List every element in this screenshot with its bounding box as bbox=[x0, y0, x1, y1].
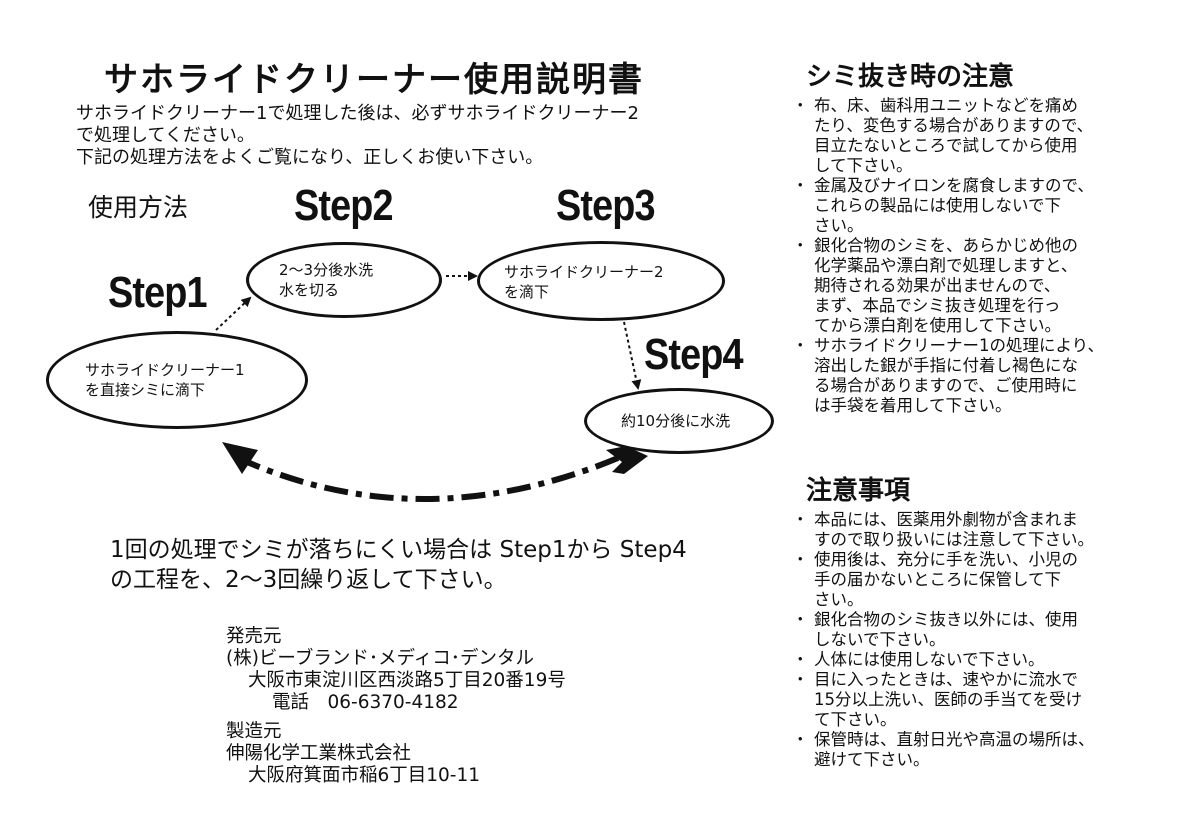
repeat-arrow-head-icon bbox=[222, 442, 258, 474]
step1-ellipse: サホライドクリーナー1 を直接シミに滴下 bbox=[46, 331, 308, 429]
seller-address: 大阪市東淀川区西淡路5丁目20番19号 bbox=[248, 670, 566, 691]
seller-block: 発売元 (株)ビーブランド･メディコ･デンタル 大阪市東淀川区西淡路5丁目20番… bbox=[226, 626, 566, 714]
stain-removal-item: 銀化合物のシミを、あらかじめ他の 化学薬品や漂白剤で処理しますと、 期待される効… bbox=[792, 236, 1174, 336]
seller-name: (株)ビーブランド･メディコ･デンタル bbox=[226, 648, 535, 669]
step3-text-line-1: サホライドクリーナー2 bbox=[504, 263, 664, 281]
manufacturer-address: 大阪府箕面市稲6丁目10-11 bbox=[248, 765, 481, 786]
usage-heading: 使用方法 bbox=[88, 193, 189, 222]
step4-text-line-1: 約10分後に水洗 bbox=[621, 412, 731, 430]
precautions-heading: 注意事項 bbox=[806, 476, 911, 506]
manufacturer-heading: 製造元 bbox=[226, 721, 282, 742]
seller-phone: 電話 06-6370-4182 bbox=[272, 692, 459, 713]
precaution-item: 使用後は、充分に手を洗い、小児の 手の届かないところに保管して下 さい。 bbox=[792, 550, 1174, 610]
stain-removal-item: 布、床、歯科用ユニットなどを痛め たり、変色する場合がありますので、 目立たない… bbox=[792, 96, 1174, 176]
stain-removal-heading: シミ抜き時の注意 bbox=[806, 62, 1015, 92]
intro-line-2: で処理してください。 bbox=[76, 125, 255, 146]
step3-label: Step3 bbox=[556, 181, 656, 230]
repeat-note-line-1: 1回の処理でシミが落ちにくい場合は Step1から Step4 bbox=[110, 537, 687, 563]
stain-removal-list: 布、床、歯科用ユニットなどを痛め たり、変色する場合がありますので、 目立たない… bbox=[792, 96, 1174, 416]
seller-heading: 発売元 bbox=[226, 626, 282, 647]
flow-diagram-arrows bbox=[215, 271, 648, 502]
precaution-item: 本品には、医薬用外劇物が含まれま すので取り扱いには注意して下さい。 bbox=[792, 510, 1174, 550]
stain-removal-item: 金属及びナイロンを腐食しますので、 これらの製品には使用しないで下 さい。 bbox=[792, 176, 1174, 236]
intro-line-3: 下記の処理方法をよくご覧になり、正しくお使い下さい。 bbox=[76, 147, 544, 168]
step4-label: Step4 bbox=[644, 330, 744, 379]
step2-ellipse: 2〜3分後水洗 水を切る bbox=[246, 242, 442, 318]
intro-text: サホライドクリーナー1で処理した後は、必ずサホライドクリーナー2 で処理してくだ… bbox=[76, 103, 766, 169]
repeat-note-line-2: の工程を、2〜3回繰り返して下さい。 bbox=[110, 567, 507, 593]
arrow-step1-to-step2 bbox=[215, 296, 252, 331]
step3-text-line-2: を滴下 bbox=[504, 283, 550, 301]
step1-label: Step1 bbox=[108, 268, 208, 317]
precaution-item: 目に入ったときは、速やかに流水で 15分以上洗い、医師の手当てを受け て下さい。 bbox=[792, 670, 1174, 730]
repeat-arrow-tail-icon bbox=[606, 446, 648, 474]
step2-text-line-2: 水を切る bbox=[279, 281, 340, 299]
step1-text-line-1: サホライドクリーナー1 bbox=[85, 361, 245, 379]
intro-line-1: サホライドクリーナー1で処理した後は、必ずサホライドクリーナー2 bbox=[76, 103, 639, 124]
precaution-item: 保管時は、直射日光や高温の場所は、 避けて下さい。 bbox=[792, 730, 1174, 770]
step2-label: Step2 bbox=[294, 181, 394, 230]
manufacturer-name: 伸陽化学工業株式会社 bbox=[226, 743, 412, 764]
repeat-return-arrow bbox=[236, 455, 620, 502]
arrow-step3-to-step4 bbox=[623, 321, 642, 390]
document-title: サホライドクリーナー使用説明書 bbox=[104, 60, 644, 100]
step1-text-line-2: を直接シミに滴下 bbox=[85, 381, 206, 399]
manufacturer-block: 製造元 伸陽化学工業株式会社 大阪府箕面市稲6丁目10-11 bbox=[226, 721, 480, 787]
stain-removal-item: サホライドクリーナー1の処理により、 溶出した銀が手指に付着し褐色にな る場合が… bbox=[792, 336, 1174, 416]
precautions-list: 本品には、医薬用外劇物が含まれま すので取り扱いには注意して下さい。 使用後は、… bbox=[792, 510, 1174, 770]
step3-ellipse: サホライドクリーナー2 を滴下 bbox=[477, 241, 725, 321]
step4-ellipse: 約10分後に水洗 bbox=[584, 388, 774, 454]
repeat-note: 1回の処理でシミが落ちにくい場合は Step1から Step4 の工程を、2〜3… bbox=[110, 535, 687, 595]
precaution-item: 銀化合物のシミ抜き以外には、使用 しないで下さい。 bbox=[792, 610, 1174, 650]
step2-text-line-1: 2〜3分後水洗 bbox=[279, 261, 374, 279]
precaution-item: 人体には使用しないで下さい。 bbox=[792, 650, 1174, 670]
